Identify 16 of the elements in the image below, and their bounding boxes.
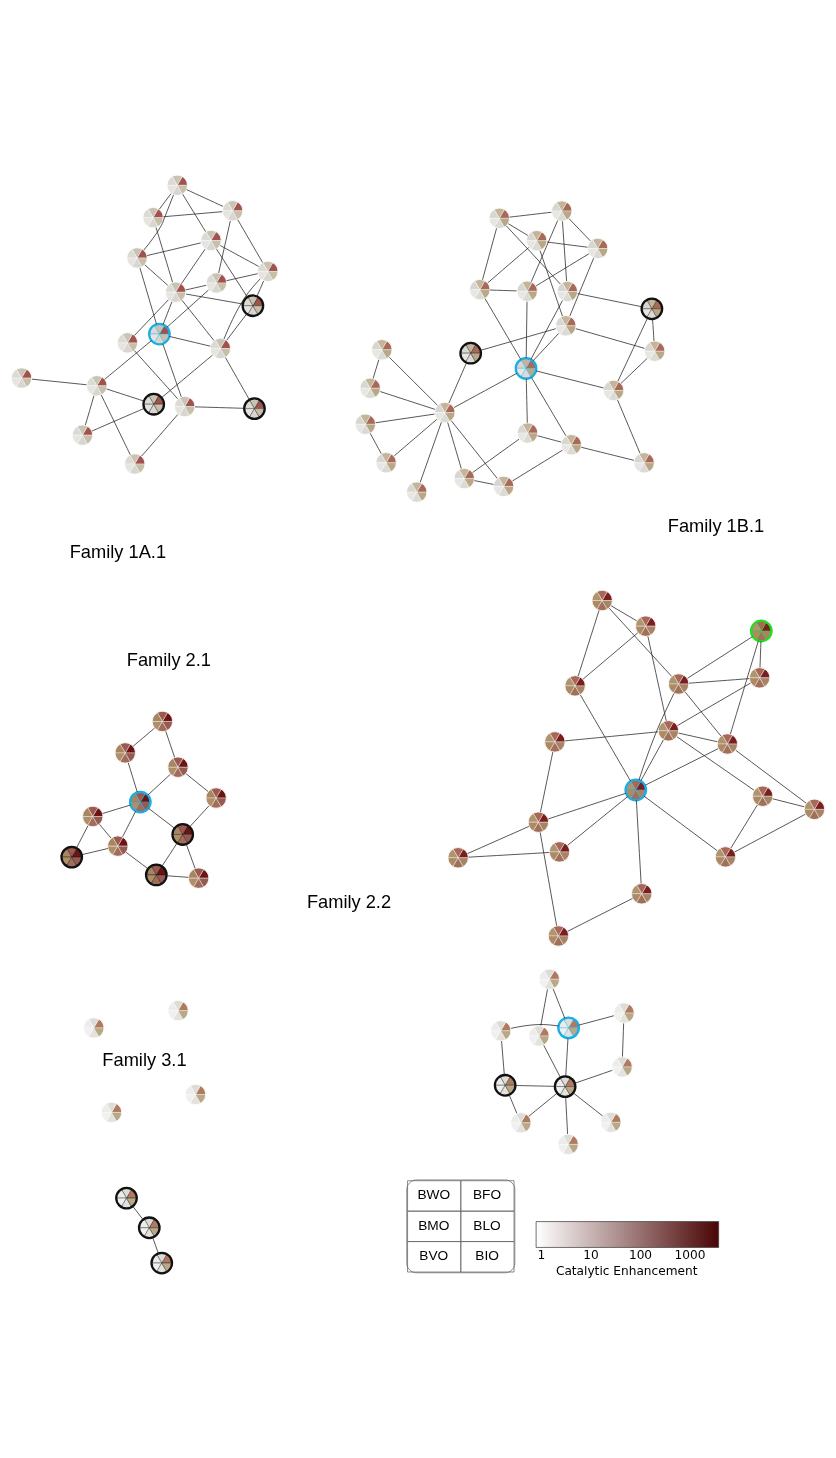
label: Family 2.2: [306, 890, 392, 912]
label: BWO: [417, 1186, 451, 1202]
label: 1: [537, 1247, 546, 1262]
label: Family 1A.1: [69, 540, 167, 562]
label: Family 3.1: [102, 1048, 187, 1070]
label: Family 1B.1: [667, 514, 765, 536]
label: BVO: [419, 1247, 449, 1263]
label: Family 2.1: [126, 648, 211, 670]
label: BLO: [473, 1217, 501, 1233]
label: BMO: [418, 1217, 450, 1233]
label: BFO: [472, 1186, 502, 1202]
label: Catalytic Enhancement: [555, 1263, 698, 1278]
label: 100: [628, 1247, 653, 1262]
label: 1000: [674, 1247, 706, 1262]
label: 10: [583, 1247, 599, 1262]
label: BIO: [475, 1247, 499, 1263]
